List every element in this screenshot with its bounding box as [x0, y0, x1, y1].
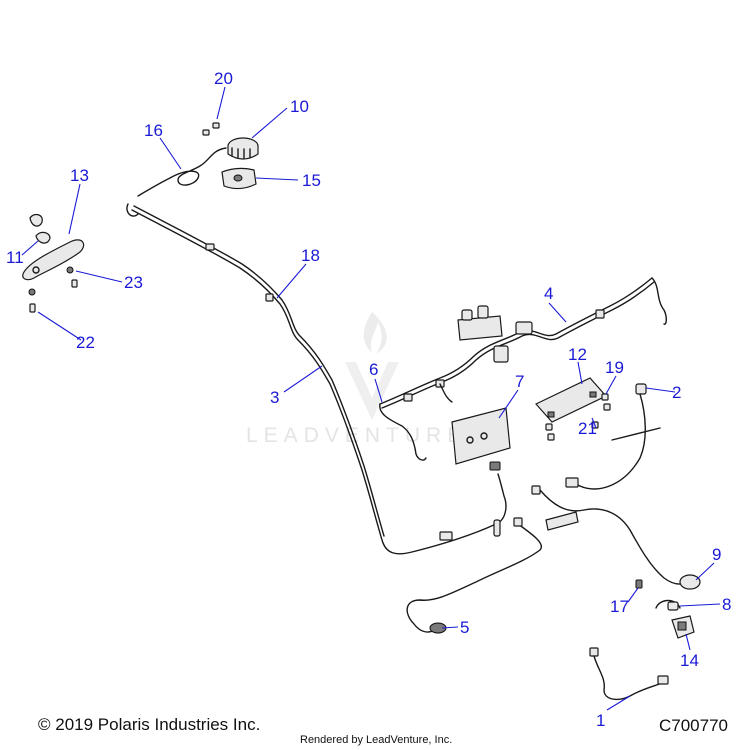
callout-23: 23: [124, 273, 143, 292]
part-3-harness: [126, 203, 507, 555]
part-19-fasteners: [601, 393, 611, 411]
copyright-notice: © 2019 Polaris Industries Inc.: [38, 715, 261, 734]
callout-1: 1: [596, 711, 605, 730]
callout-2: 2: [672, 383, 681, 402]
part-6-branch-harness: [379, 383, 453, 461]
watermark-flame-icon: [363, 312, 387, 354]
figure-id: C700770: [659, 716, 729, 735]
part-14-switch: [671, 615, 695, 639]
part-10-cap: [227, 137, 259, 160]
parts-artwork: [22, 122, 701, 701]
callout-13: 13: [70, 166, 89, 185]
callout-14: 14: [680, 651, 699, 670]
part-8-clamp: [655, 599, 681, 611]
part-23-fasteners: [66, 266, 78, 288]
callout-12: 12: [568, 345, 587, 364]
callout-3: 3: [270, 388, 279, 407]
callout-19: 19: [605, 358, 624, 377]
part-11-clips: [29, 213, 51, 244]
leader-lines: [21, 86, 721, 711]
callout-16: 16: [144, 121, 163, 140]
part-13-bracket: [22, 239, 85, 281]
watermark-chevron-icon: [345, 362, 399, 420]
callout-15: 15: [302, 171, 321, 190]
part-7-module: [451, 407, 511, 471]
callouts: 20 10 16 15 13 11 23 22 18 3 4 6 7 12 19…: [6, 69, 731, 730]
callout-20: 20: [214, 69, 233, 88]
callout-9: 9: [712, 545, 721, 564]
callout-11: 11: [6, 248, 24, 267]
part-5-lower-harness: [406, 517, 543, 634]
callout-4: 4: [544, 284, 553, 303]
part-16-loop-harness: [137, 147, 227, 197]
callout-22: 22: [76, 333, 95, 352]
callout-10: 10: [290, 97, 309, 116]
part-4-main-harness: [379, 277, 667, 409]
callout-5: 5: [460, 618, 469, 637]
callout-8: 8: [722, 595, 731, 614]
part-9-harness: [531, 485, 701, 590]
part-2-sensor-harness: [565, 383, 661, 490]
part-15-housing: [221, 167, 257, 190]
part-20-fasteners: [202, 122, 220, 136]
part-1-sensor-lead: [589, 647, 669, 701]
callout-17: 17: [610, 597, 629, 616]
callout-6: 6: [369, 360, 378, 379]
callout-21: 21: [578, 419, 597, 438]
part-12-bracket: [535, 377, 607, 423]
part-22-fasteners: [28, 288, 36, 313]
callout-18: 18: [301, 246, 320, 265]
callout-7: 7: [515, 372, 524, 391]
watermark: LEADVENTURE: [246, 312, 461, 447]
part-17-clip: [635, 579, 643, 589]
rendered-by-credit: Rendered by LeadVenture, Inc.: [300, 734, 453, 746]
